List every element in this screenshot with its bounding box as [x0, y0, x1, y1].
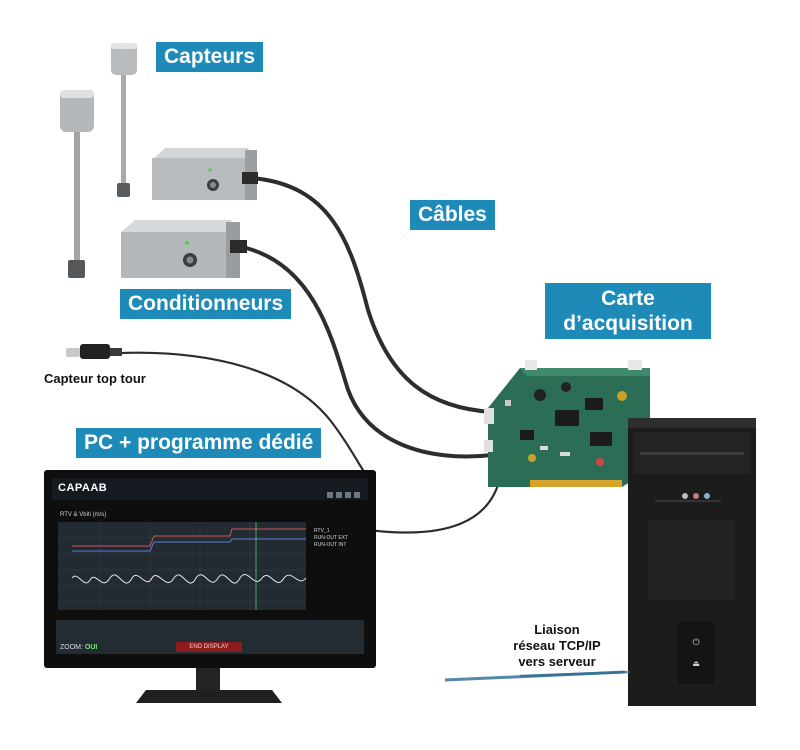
- plot-title: RTV & Vbiti (m/s): [60, 512, 107, 518]
- label-cables: Câbles: [410, 200, 495, 230]
- conditioner-box-lower: [121, 220, 247, 278]
- capaab-logo: CAPAAB: [58, 482, 108, 494]
- acquisition-card: [484, 360, 650, 487]
- svg-text:⏏: ⏏: [692, 659, 700, 668]
- legend-item: RUN-OUT INT: [314, 542, 347, 548]
- trace-red: [72, 528, 306, 547]
- screen-plot: [58, 522, 307, 610]
- legend-item: RTV_1: [314, 528, 330, 534]
- trace-white: [71, 574, 307, 584]
- cable-lower-conditioner: [244, 246, 494, 459]
- legend-item: RUN-OUT EXT: [314, 535, 349, 541]
- label-network-link-line2: réseau TCP/IP: [513, 638, 601, 653]
- zoom-label: ZOOM:: [60, 644, 83, 651]
- label-acquisition-card-line2: d’acquisition: [563, 312, 693, 335]
- sensor-probe-large: [60, 90, 94, 278]
- top-tour-sensor: [66, 344, 122, 359]
- zoom-value: OUI: [84, 644, 98, 651]
- software-screen: CAPAAB RTV & Vbiti (m/s) RTV_1 RUN-OUT E…: [52, 478, 368, 658]
- label-conditioners: Conditionneurs: [120, 289, 292, 319]
- conditioner-box-upper: [152, 148, 258, 200]
- sensor-probe-small: [111, 43, 137, 197]
- zoom-indicator[interactable]: ZOOM: OUI: [60, 644, 97, 651]
- label-network-link-line1: Liaison: [534, 622, 580, 637]
- plot-legend: RTV_1 RUN-OUT EXT RUN-OUT INT: [314, 528, 348, 549]
- label-sensors: Capteurs: [156, 42, 264, 72]
- label-network-link: Liaison réseau TCP/IP vers serveur: [496, 622, 618, 670]
- tower-pc: ⏻ ⏏: [628, 418, 756, 706]
- label-top-tour-sensor: Capteur top tour: [44, 371, 146, 386]
- cable-pc-to-card: [366, 476, 502, 534]
- label-pc: PC + programme dédié: [76, 428, 322, 458]
- window-controls[interactable]: [324, 485, 360, 503]
- cable-upper-conditioner: [250, 176, 494, 414]
- trace-blue: [72, 538, 306, 552]
- svg-text:⏻: ⏻: [692, 637, 699, 648]
- label-network-link-line3: vers serveur: [518, 654, 596, 669]
- label-acquisition-card: Carte d’acquisition: [545, 283, 711, 339]
- software-titlebar: CAPAAB: [52, 478, 368, 500]
- end-display-button[interactable]: END DISPLAY: [176, 642, 242, 652]
- cable-top-tour-sensor: [118, 351, 374, 482]
- network-connector: [519, 670, 631, 678]
- label-acquisition-card-line1: Carte: [601, 287, 655, 310]
